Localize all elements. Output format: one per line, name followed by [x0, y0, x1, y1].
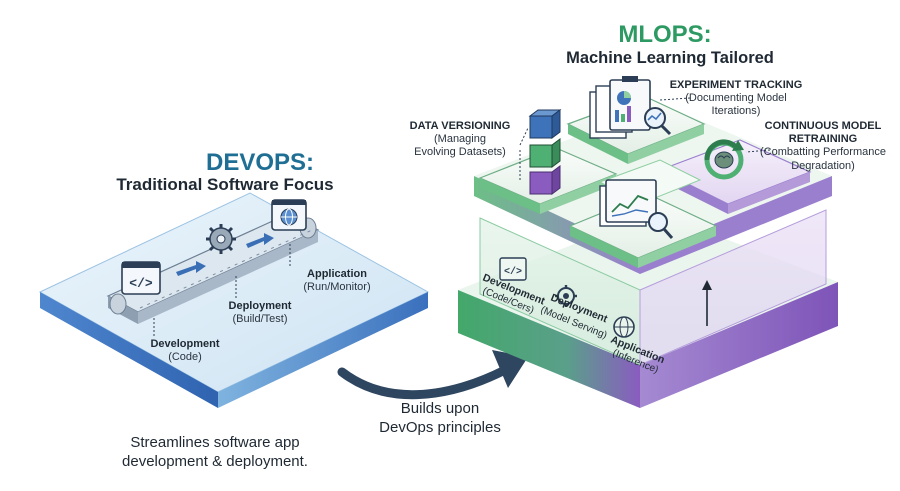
- feature-title: CONTINUOUS MODEL: [764, 120, 882, 132]
- globe-icon: [613, 316, 635, 338]
- feature-detail: Iterations): [711, 105, 761, 118]
- mlops-subtitle: Machine Learning Tailored: [566, 49, 774, 67]
- feature-detail: (Documenting Model: [685, 92, 787, 105]
- chart-magnifier-icon: [599, 179, 674, 239]
- devops-stage-development: Development (Code): [130, 338, 240, 364]
- feature-detail: Evolving Datasets): [414, 146, 506, 159]
- devops-stage-application: Application (Run/Monitor): [282, 268, 392, 294]
- stage-detail: (Code): [168, 351, 202, 364]
- arrow-right-icon: [246, 233, 274, 248]
- stage-name: Application: [307, 268, 367, 280]
- description-line: Streamlines software app: [130, 434, 300, 451]
- stage-detail: (Run/Monitor): [303, 281, 371, 294]
- globe-icon: [271, 199, 307, 231]
- feature-title: DATA VERSIONING: [409, 120, 511, 132]
- code-icon: </>: [121, 261, 161, 295]
- devops-description: Streamlines software app development & d…: [80, 434, 350, 472]
- devops-subtitle: Traditional Software Focus: [116, 175, 334, 194]
- feature-title: RETRAINING: [788, 133, 858, 146]
- gear-icon: [206, 224, 236, 254]
- stage-detail: (Build/Test): [232, 313, 288, 326]
- stage-name: Deployment: [228, 300, 292, 312]
- feature-data-versioning: DATA VERSIONING (Managing Evolving Datas…: [400, 120, 520, 160]
- cube-stack-icon: [519, 109, 562, 195]
- devops-title: DEVOPS:: [205, 149, 315, 176]
- curved-arrow-icon: [337, 350, 528, 400]
- connector-line: DevOps principles: [379, 418, 501, 436]
- feature-title: EXPERIMENT TRACKING: [669, 79, 803, 91]
- document-chart-icon: [589, 76, 672, 139]
- feature-detail: (Managing: [434, 133, 486, 146]
- connector-line: Builds upon: [400, 400, 480, 417]
- code-icon: </>: [499, 257, 527, 281]
- arrow-right-icon: [176, 261, 206, 276]
- description-line: development & deployment.: [122, 452, 308, 470]
- devops-stage-deployment: Deployment (Build/Test): [205, 300, 315, 326]
- mlops-title: MLOPS:: [618, 21, 712, 48]
- connector-caption: Builds upon DevOps principles: [355, 400, 525, 438]
- feature-detail: (Combatting Performance: [760, 146, 886, 159]
- brain-cycle-icon: [704, 139, 744, 180]
- gear-icon: [555, 285, 577, 307]
- feature-experiment-tracking: EXPERIMENT TRACKING (Documenting Model I…: [666, 79, 806, 119]
- svg-text:</>: </>: [129, 276, 153, 291]
- svg-text:</>: </>: [504, 266, 522, 278]
- feature-continuous-retraining: CONTINUOUS MODEL RETRAINING (Combatting …: [752, 120, 894, 173]
- feature-detail: Degradation): [791, 159, 855, 172]
- stage-name: Development: [150, 338, 220, 350]
